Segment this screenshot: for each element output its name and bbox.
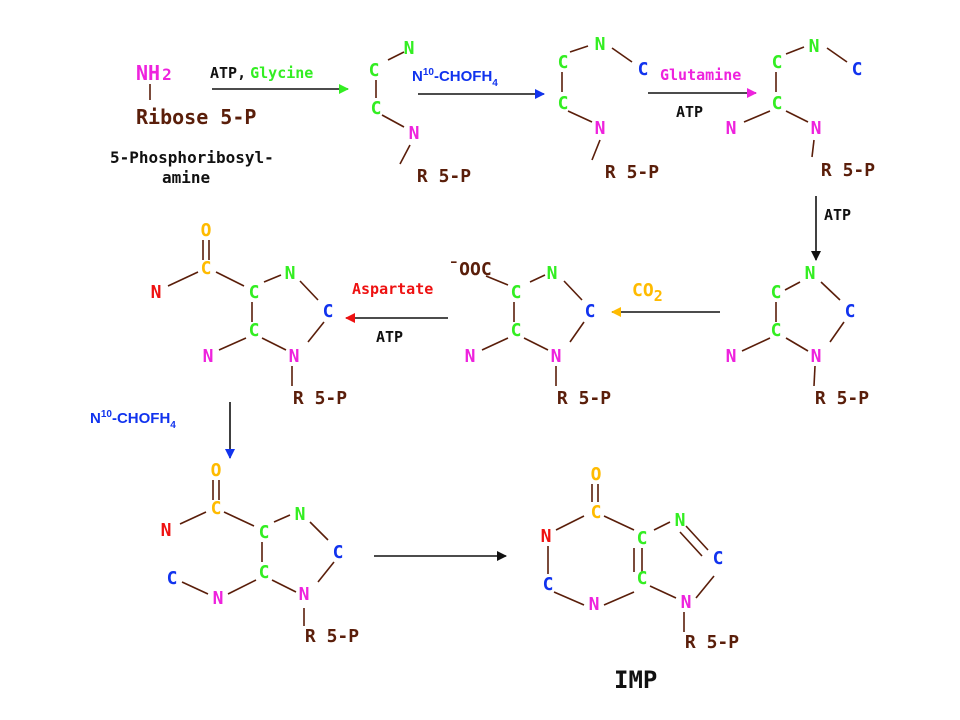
svg-text:C: C <box>772 93 783 114</box>
svg-text:C: C <box>637 528 648 549</box>
svg-text:C: C <box>543 574 554 595</box>
svg-text:C: C <box>259 562 270 583</box>
svg-text:O: O <box>201 220 212 241</box>
molecule-gar: N C C N R 5-P <box>369 38 472 187</box>
svg-text:N: N <box>551 346 562 367</box>
svg-text:N: N <box>465 346 476 367</box>
svg-text:C: C <box>771 320 782 341</box>
svg-text:N: N <box>289 346 300 367</box>
svg-text:R 5-P: R 5-P <box>815 388 869 409</box>
molecule-aicar: O C N N C C C N N R 5-P <box>151 220 348 409</box>
svg-text:C: C <box>772 52 783 73</box>
svg-text:N: N <box>675 510 686 531</box>
svg-text:C: C <box>771 282 782 303</box>
reagent-glutamine: Glutamine <box>660 66 741 84</box>
svg-text:C: C <box>167 568 178 589</box>
svg-text:N: N <box>595 34 606 55</box>
reagent-atp-step6: ATP <box>376 328 403 346</box>
reaction-arrows <box>212 84 821 561</box>
molecule-fgam: N C C C N N R 5-P <box>726 36 876 181</box>
reagent-atp-step4: ATP <box>824 206 851 224</box>
reagent-atp-glycine: ATP,Glycine <box>210 64 313 82</box>
svg-text:R 5-P: R 5-P <box>821 160 875 181</box>
svg-text:N: N <box>726 346 737 367</box>
svg-text:C: C <box>259 522 270 543</box>
svg-text:C: C <box>585 301 596 322</box>
molecule-name-line2: amine <box>162 168 210 187</box>
svg-text:C: C <box>249 320 260 341</box>
svg-text:C: C <box>333 542 344 563</box>
reagent-aspartate: Aspartate <box>352 280 433 298</box>
svg-text:R 5-P: R 5-P <box>293 388 347 409</box>
svg-text:N: N <box>285 263 296 284</box>
svg-text:C: C <box>323 301 334 322</box>
svg-text:C: C <box>845 301 856 322</box>
svg-text:C: C <box>852 59 863 80</box>
svg-text:N: N <box>726 118 737 139</box>
svg-text:N: N <box>589 594 600 615</box>
svg-text:C: C <box>371 98 382 119</box>
svg-text:N: N <box>404 38 415 59</box>
bonds <box>167 45 848 632</box>
svg-text:C: C <box>211 498 222 519</box>
reagent-atp-step3: ATP <box>676 103 703 121</box>
product-name: IMP <box>614 666 657 694</box>
svg-text:C: C <box>201 258 212 279</box>
reagent-co2: CO2 <box>632 280 663 305</box>
svg-text:R 5-P: R 5-P <box>305 626 359 647</box>
svg-text:N: N <box>541 526 552 547</box>
svg-text:N: N <box>299 584 310 605</box>
svg-text:C: C <box>591 502 602 523</box>
svg-text:C: C <box>638 59 649 80</box>
molecule-faicar: O C N N C C C C N N R 5-P <box>161 460 360 647</box>
svg-text:C: C <box>558 93 569 114</box>
svg-text:O: O <box>211 460 222 481</box>
svg-text:C: C <box>713 548 724 569</box>
svg-text:¯OOC: ¯OOC <box>448 259 491 280</box>
svg-text:R 5-P: R 5-P <box>557 388 611 409</box>
svg-text:N: N <box>681 592 692 613</box>
svg-text:N: N <box>213 588 224 609</box>
svg-text:C: C <box>511 282 522 303</box>
svg-text:C: C <box>249 282 260 303</box>
svg-text:N: N <box>805 263 816 284</box>
svg-text:C: C <box>637 568 648 589</box>
svg-text:C: C <box>558 52 569 73</box>
svg-text:R 5-P: R 5-P <box>685 632 739 653</box>
svg-text:C: C <box>369 60 380 81</box>
svg-text:O: O <box>591 464 602 485</box>
svg-text:N: N <box>161 520 172 541</box>
svg-text:N: N <box>809 36 820 57</box>
svg-text:N: N <box>547 263 558 284</box>
reagent-formyl-thf-1: N10-CHOFH4 <box>412 67 498 89</box>
reagent-labels: ATP,Glycine N10-CHOFH4 Glutamine ATP ATP… <box>90 64 851 431</box>
molecule-name-line1: 5-Phosphoribosyl- <box>110 148 274 167</box>
svg-text:R 5-P: R 5-P <box>605 162 659 183</box>
svg-text:N: N <box>811 346 822 367</box>
svg-text:R 5-P: R 5-P <box>417 166 471 187</box>
svg-text:N: N <box>595 118 606 139</box>
ribose-label: Ribose 5-P <box>136 105 256 129</box>
svg-text:C: C <box>511 320 522 341</box>
svg-text:N: N <box>295 504 306 525</box>
molecule-imp: O C N N C C C C N N R 5-P <box>541 464 740 653</box>
molecule-air: N C C C N N R 5-P <box>726 263 870 409</box>
svg-text:N: N <box>409 123 420 144</box>
reagent-formyl-thf-2: N10-CHOFH4 <box>90 409 176 431</box>
molecule-cair: ¯OOC N C C C N N R 5-P <box>448 259 611 409</box>
svg-text:N: N <box>151 282 162 303</box>
svg-text:N: N <box>203 346 214 367</box>
svg-text:N: N <box>811 118 822 139</box>
molecule-fgar: N C C C N R 5-P <box>558 34 660 183</box>
